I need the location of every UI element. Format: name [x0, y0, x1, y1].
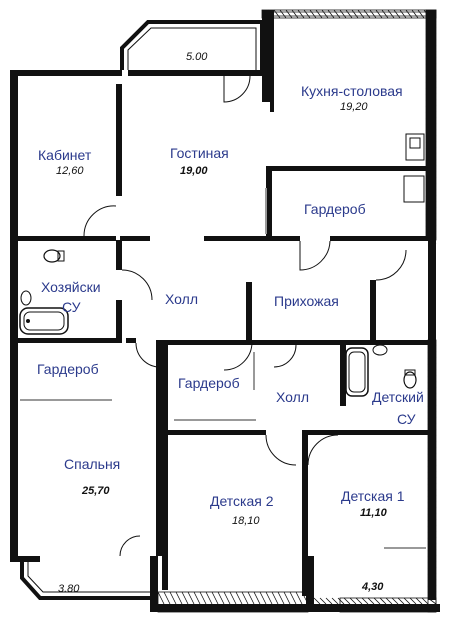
balcony-area-bottom-left: 3.80	[58, 583, 80, 595]
balcony-area-top: 5.00	[186, 51, 208, 63]
room-area-kids1: 11,10	[360, 507, 388, 519]
room-area-kids2: 18,10	[232, 515, 260, 527]
room-name-study: Кабинет	[38, 147, 92, 163]
room-name-kids-bath-1: Детский	[372, 389, 424, 405]
room-area-study: 12,60	[56, 165, 84, 177]
room-name-living: Гостиная	[170, 145, 229, 161]
room-name-kids2: Детская 2	[210, 493, 274, 509]
room-area-bedroom: 25,70	[81, 485, 110, 497]
room-name-kitchen: Кухня-столовая	[301, 83, 403, 99]
room-name-hall1: Холл	[165, 291, 198, 307]
outer-walls	[10, 10, 440, 612]
room-area-kitchen: 19,20	[340, 101, 368, 113]
wardrobe-lines	[20, 188, 426, 549]
room-name-entrance: Прихожая	[274, 293, 339, 309]
room-labels: Кухня-столовая 19,20 Кабинет 12,60 Гости…	[37, 51, 424, 595]
room-name-master-bath-1: Хозяйски	[41, 279, 101, 295]
room-name-wardrobe2: Гардероб	[37, 361, 99, 377]
interior-walls	[10, 84, 436, 596]
hatched-walls	[157, 9, 437, 613]
balcony-area-bottom-right: 4,30	[361, 581, 384, 593]
room-name-bedroom: Спальня	[64, 456, 120, 472]
room-name-kids-bath-2: СУ	[397, 411, 416, 427]
room-name-wardrobe1: Гардероб	[304, 201, 366, 217]
room-name-wardrobe3: Гардероб	[178, 375, 240, 391]
room-name-master-bath-2: СУ	[62, 299, 81, 315]
balcony-bottom-left	[20, 562, 150, 600]
bath-fixtures	[19, 133, 425, 397]
doors	[83, 75, 407, 557]
room-area-living: 19,00	[180, 165, 208, 177]
room-name-hall2: Холл	[276, 389, 309, 405]
room-name-kids1: Детская 1	[341, 488, 405, 504]
